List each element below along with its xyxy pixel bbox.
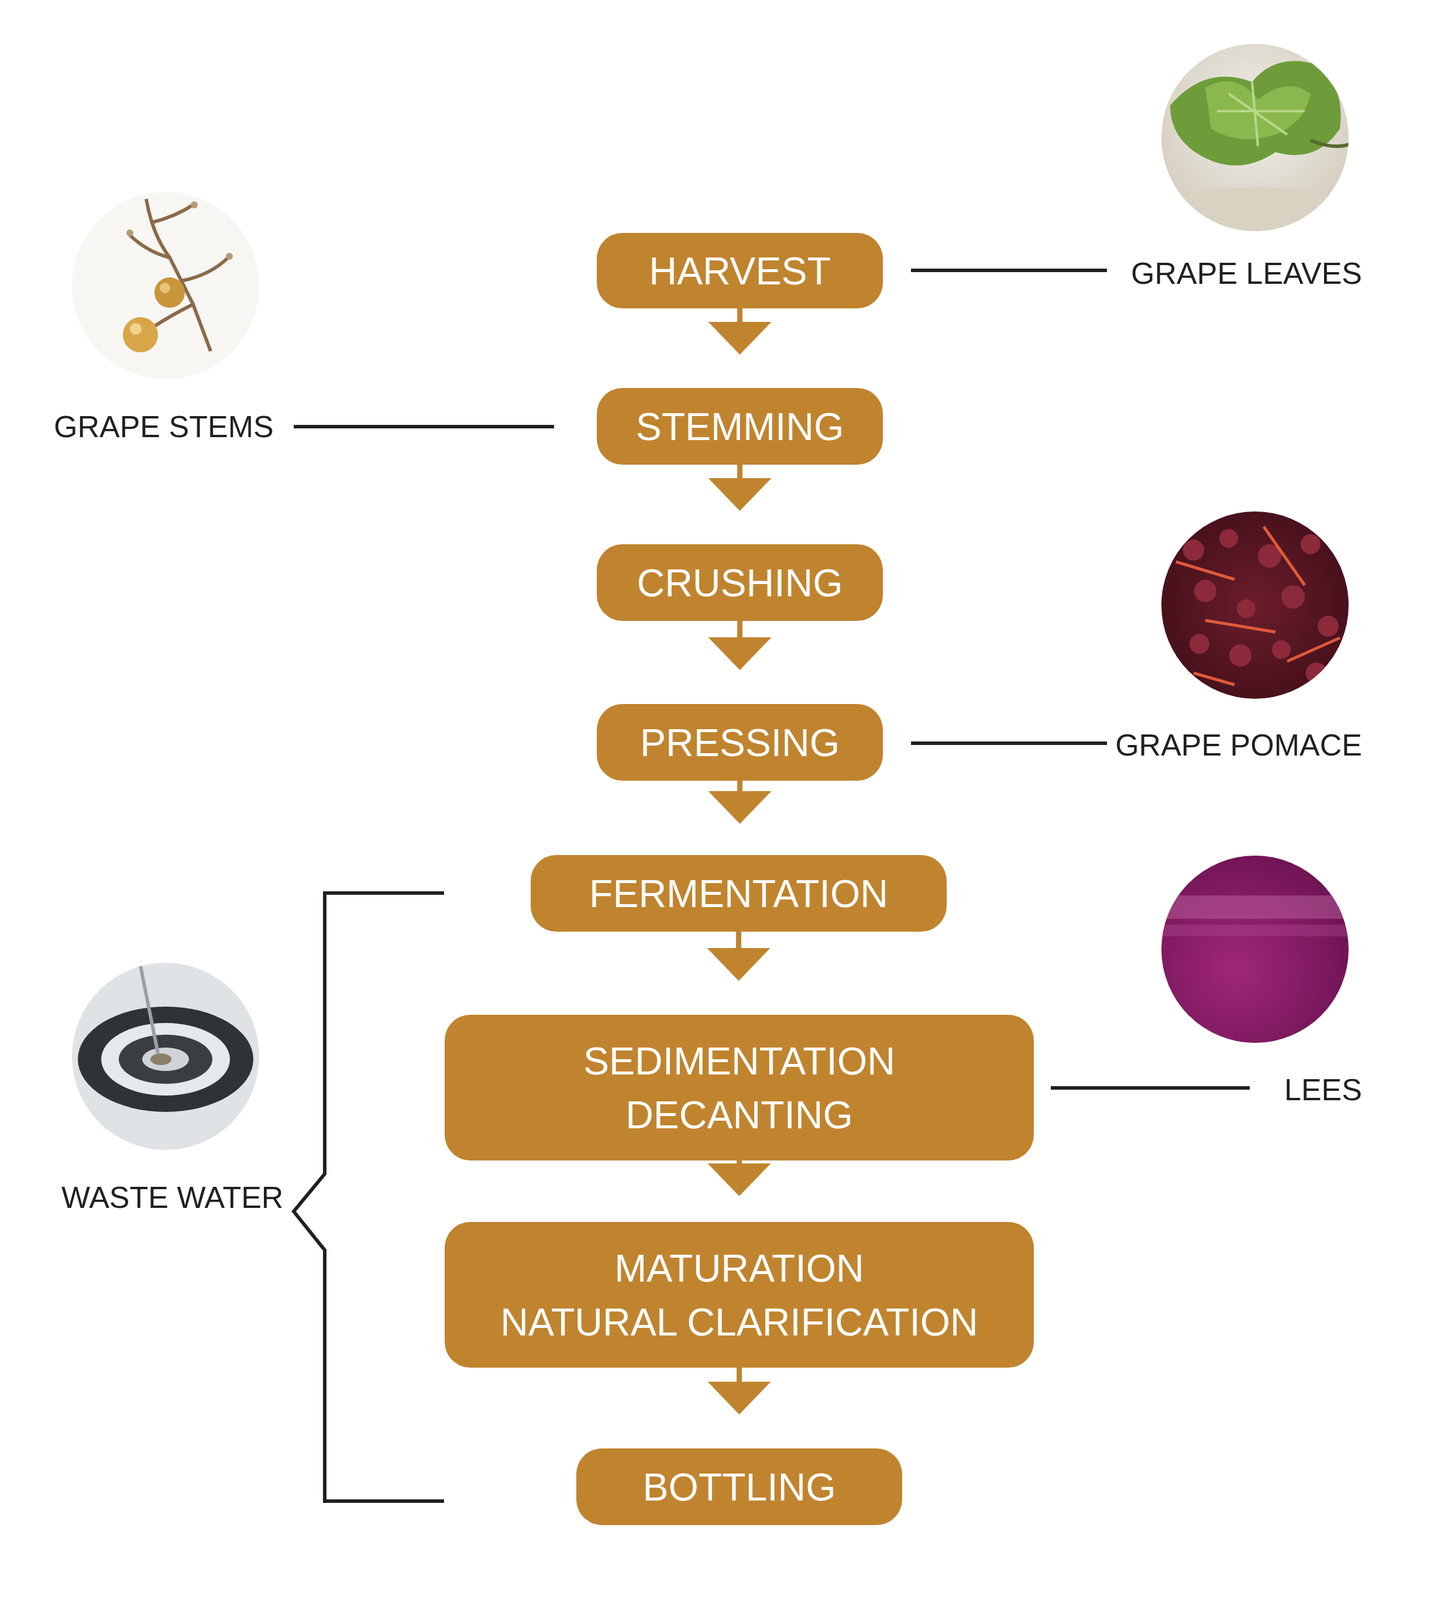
arrow-head (707, 947, 771, 981)
arrow-stem (736, 1160, 742, 1165)
brace-bracket (293, 892, 445, 1501)
step-name: FERMENTATION (589, 866, 889, 921)
process-box: MATURATIONNATURAL CLARIFICATION (444, 1221, 1034, 1368)
byproduct-label: GRAPE STEMS (53, 408, 274, 445)
byproduct-label: LEES (1284, 1071, 1363, 1107)
lees-photo (1161, 855, 1349, 1043)
byproduct-label: GRAPE POMACE (1115, 727, 1363, 763)
arrow-stem (737, 308, 743, 323)
arrow-stem (736, 931, 742, 950)
arrow-head (708, 637, 772, 670)
process-box: CRUSHING (596, 544, 883, 621)
leader-line (293, 424, 555, 429)
leaves-photo (1155, 43, 1358, 235)
process-box: STEMMING (596, 387, 883, 465)
flow-arrow (707, 1160, 772, 1196)
flow-arrow (708, 308, 772, 355)
arrow-head (708, 478, 772, 511)
step-name: SEDIMENTATION (583, 1033, 896, 1088)
flow-arrow (708, 464, 772, 511)
step-name: NATURAL CLARIFICATION (500, 1294, 979, 1349)
arrow-stem (737, 780, 743, 793)
step-name: CRUSHING (636, 555, 843, 610)
arrow-head (708, 791, 772, 824)
arrow-head (707, 1381, 772, 1415)
process-box: FERMENTATION (530, 854, 947, 932)
arrow-head (707, 1163, 772, 1196)
process-box: HARVEST (596, 232, 883, 309)
leader-line (910, 268, 1107, 273)
step-name: MATURATION (614, 1240, 865, 1295)
process-box: PRESSING (596, 703, 883, 781)
process-box: BOTTLING (576, 1448, 903, 1525)
arrow-head (708, 321, 772, 355)
step-name: STEMMING (635, 399, 845, 454)
step-name: BOTTLING (642, 1459, 836, 1514)
stems-photo (71, 191, 260, 380)
step-name: DECANTING (625, 1087, 854, 1142)
flow-arrow (707, 931, 771, 981)
leader-line (910, 741, 1107, 745)
arrow-stem (737, 464, 743, 480)
step-name: PRESSING (640, 715, 840, 770)
flow-arrow (707, 1367, 772, 1415)
byproduct-label: WASTE WATER (61, 1179, 284, 1215)
process-box: SEDIMENTATIONDECANTING (444, 1014, 1034, 1161)
arrow-stem (737, 620, 743, 639)
leader-line (1050, 1085, 1250, 1090)
flow-arrow (708, 620, 772, 670)
byproduct-label: GRAPE LEAVES (1130, 255, 1363, 291)
flow-arrow (708, 780, 772, 824)
wastewater-photo (71, 962, 260, 1150)
arrow-stem (736, 1367, 742, 1383)
pomace-photo (1161, 511, 1349, 699)
step-name: HARVEST (648, 243, 831, 298)
